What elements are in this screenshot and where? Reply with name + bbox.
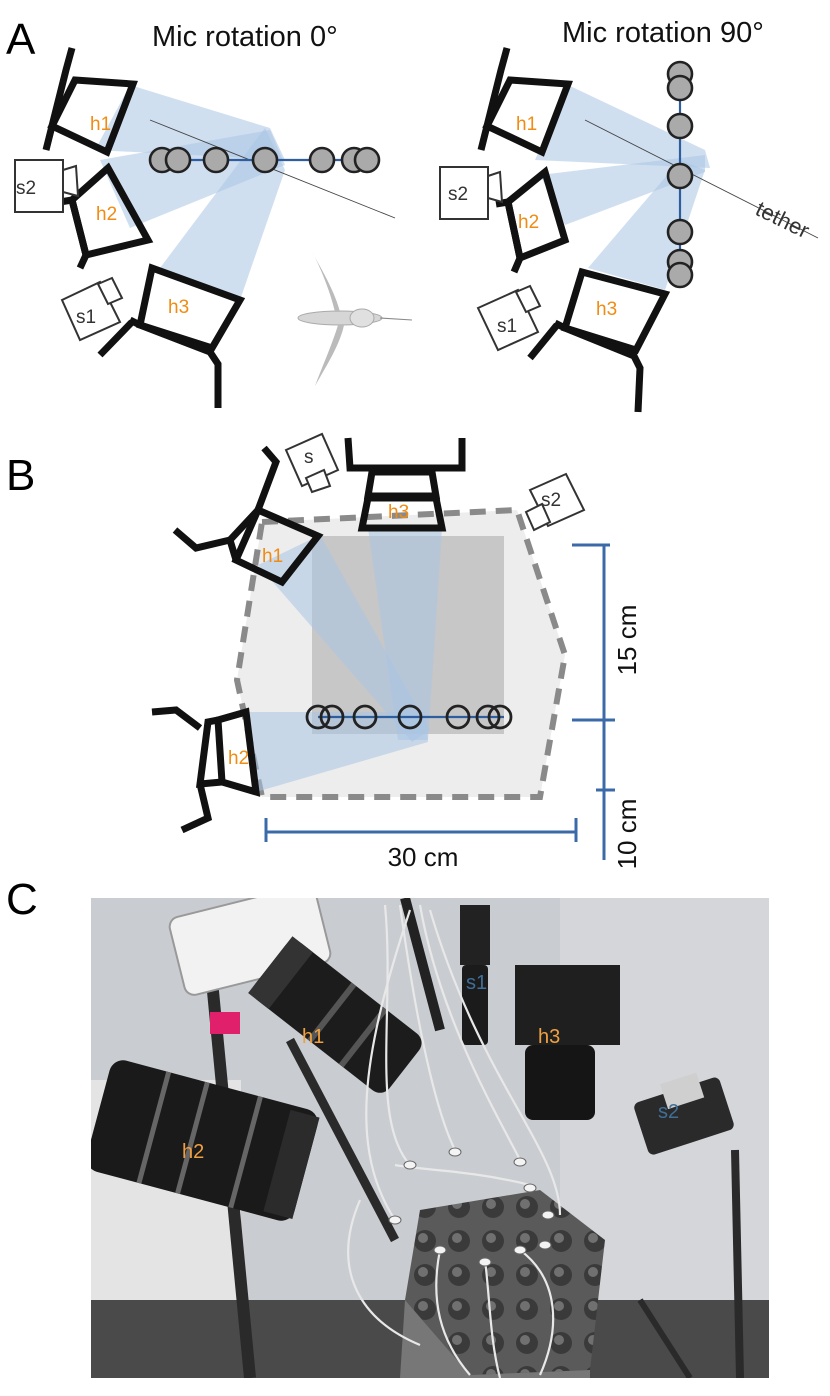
beam-h2 <box>540 155 705 225</box>
camera-h2: h2 <box>151 706 261 834</box>
mic-array <box>148 146 381 174</box>
camera-s2: s2 <box>14 159 80 213</box>
mic-array <box>666 60 694 289</box>
label-s2: s2 <box>16 178 36 199</box>
panel-a-right-title: Mic rotation 90° <box>562 17 764 49</box>
label-h3: h3 <box>596 299 617 320</box>
mic <box>164 146 192 174</box>
mic <box>475 704 501 730</box>
mic <box>445 704 471 730</box>
label-h2: h2 <box>228 748 249 769</box>
mic <box>666 162 694 190</box>
camera-s2: s2 <box>439 166 504 220</box>
camera-s: s <box>284 432 340 494</box>
beam-h2 <box>100 130 285 228</box>
mic-array <box>305 704 513 730</box>
mic <box>352 704 378 730</box>
dimension-depth: 15 cm 10 cm <box>572 543 642 870</box>
label-s2: s2 <box>448 184 468 205</box>
label-s2: s2 <box>541 490 561 511</box>
mic <box>397 704 423 730</box>
panel-a-left-title: Mic rotation 0° <box>152 21 338 53</box>
photo-label-s2: s2 <box>658 1101 679 1123</box>
mic <box>666 112 694 140</box>
mic <box>353 146 381 174</box>
mic <box>487 704 513 730</box>
camera-h2: h2 <box>59 162 154 270</box>
panel-a-letter: A <box>6 15 36 64</box>
mic <box>308 146 336 174</box>
camera-s1: s1 <box>476 284 542 352</box>
label-h2: h2 <box>518 212 539 233</box>
label-s1: s1 <box>76 307 96 328</box>
tether-label: tether <box>752 196 814 243</box>
mic <box>319 704 345 730</box>
label-s1: s1 <box>497 316 517 337</box>
setup-photo: h1 h2 h3 s1 s2 <box>91 898 769 1378</box>
panel-a-right-diagram: tether h1 h2 <box>439 47 819 413</box>
dim-30cm: 30 cm <box>388 842 459 872</box>
panel-c-letter: C <box>6 875 38 924</box>
camera-h1: h1 <box>42 47 138 157</box>
tether-line <box>584 119 819 239</box>
label-h1: h1 <box>90 114 111 135</box>
label-h1: h1 <box>516 114 537 135</box>
mic <box>666 218 694 246</box>
photo-label-h3: h3 <box>538 1026 560 1048</box>
mic <box>666 74 694 102</box>
mic <box>305 704 331 730</box>
camera-s2: s2 <box>524 472 586 532</box>
label-h3: h3 <box>388 502 409 523</box>
beam-h2 <box>246 712 428 792</box>
camera-h3: h3 <box>97 263 246 408</box>
mic <box>666 261 694 289</box>
label-h3: h3 <box>168 297 189 318</box>
beam-h1 <box>258 535 430 742</box>
beam-h3 <box>368 528 442 740</box>
panel-a: A Mic rotation 0° Mic rotation 90° <box>6 15 819 413</box>
label-s: s <box>304 447 314 468</box>
photo-label-h2: h2 <box>182 1141 204 1163</box>
panel-a-left-diagram: h1 h2 s2 h3 <box>14 47 413 408</box>
insect-icon <box>297 252 413 386</box>
camera-h3: h3 <box>344 437 466 532</box>
dimension-width: 30 cm <box>264 818 578 872</box>
panel-c: C <box>6 875 769 1378</box>
camera-h1: h1 <box>172 445 324 587</box>
label-h2: h2 <box>96 204 117 225</box>
mic <box>251 146 279 174</box>
camera-s1: s1 <box>60 276 124 342</box>
photo-label-s1: s1 <box>466 972 487 994</box>
beam-h3 <box>160 128 285 300</box>
mic <box>202 146 230 174</box>
label-h1: h1 <box>262 546 283 567</box>
camera-h3: h3 <box>527 267 671 413</box>
camera-h1: h1 <box>477 47 573 157</box>
photo-label-h1: h1 <box>302 1026 324 1048</box>
dim-15cm: 15 cm <box>612 605 642 676</box>
panel-b-letter: B <box>6 451 35 500</box>
panel-b: B h3 <box>6 432 642 872</box>
beam-h1 <box>535 85 710 168</box>
dim-10cm: 10 cm <box>612 799 642 870</box>
